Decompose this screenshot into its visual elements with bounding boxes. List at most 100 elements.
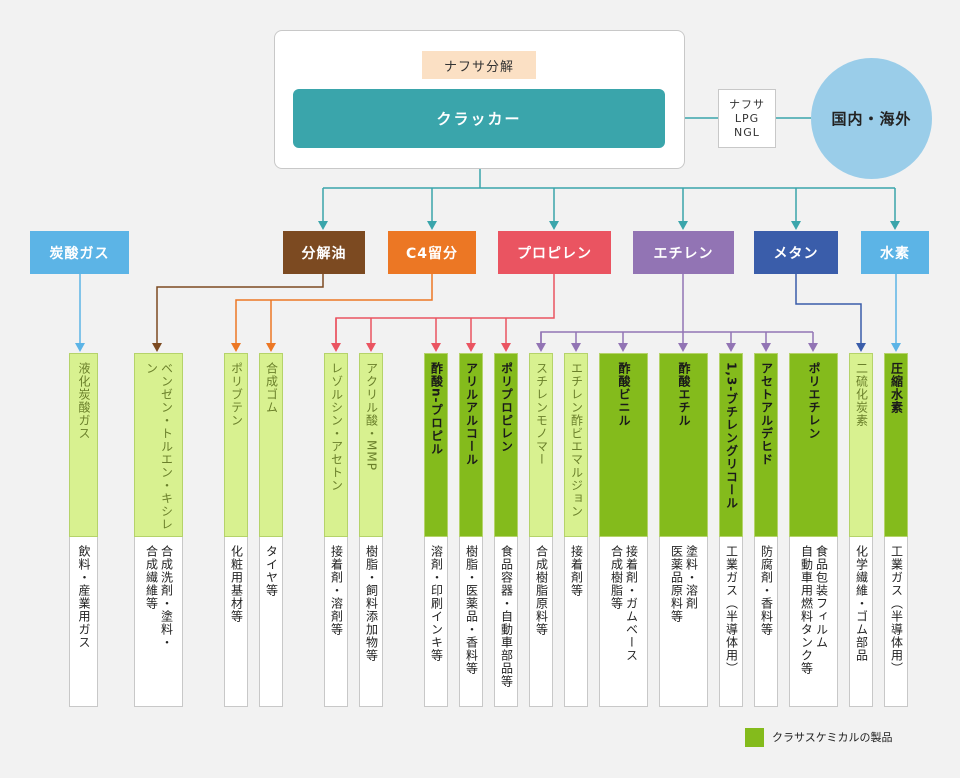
product-p12: 酢酸ビニル <box>599 353 648 537</box>
c4-arrow <box>231 343 241 352</box>
c4-line <box>235 274 433 344</box>
product-use: 塗料・溶剤 医薬品原料等 <box>669 545 699 623</box>
oil-line <box>156 274 324 344</box>
product-use: 合成洗剤・塗料・ 合成繊維等 <box>144 545 174 649</box>
product-p18: 圧縮水素 <box>884 353 908 537</box>
ethylene-arrow <box>678 343 688 352</box>
product-name: ポリブテン <box>229 362 244 427</box>
product-p1: 液化炭酸ガス <box>69 353 98 537</box>
feedstock-item: LPG <box>734 111 760 125</box>
product-use-p5: 接着剤・溶剤等 <box>324 537 348 707</box>
product-name: 圧縮水素 <box>889 362 904 414</box>
product-name: 酢酸エチル <box>677 362 691 427</box>
product-p2: ベンゼン・トルエン・キシレン <box>134 353 183 537</box>
cracker-trunk-line <box>323 169 895 189</box>
product-use-p15: 防腐剤・香料等 <box>754 537 778 707</box>
branch-arrow <box>549 221 559 230</box>
product-name: アセトアルデヒド <box>759 362 774 466</box>
product-p8: アリルアルコール <box>459 353 483 537</box>
branch-arrow <box>427 221 437 230</box>
product-p6: アクリル酸・MMP <box>359 353 383 537</box>
product-name: 液化炭酸ガス <box>77 362 91 440</box>
product-use: タイヤ等 <box>264 545 279 597</box>
product-name: ポリプロピレン <box>499 362 514 453</box>
methane-line <box>795 274 862 344</box>
branch-arrow <box>791 221 801 230</box>
product-p16: ポリエチレン <box>789 353 838 537</box>
product-use: 防腐剤・香料等 <box>759 545 774 636</box>
product-use: 食品包装フィルム 自動車用燃料タンク等 <box>799 545 829 675</box>
product-use-p13: 塗料・溶剤 医薬品原料等 <box>659 537 708 707</box>
ethylene-arrow <box>536 343 546 352</box>
product-use: 合成樹脂原料等 <box>534 545 549 636</box>
cracker-box: クラッカー <box>293 89 665 148</box>
propylene-line <box>335 274 555 344</box>
product-use: 化粧用基材等 <box>229 545 244 623</box>
product-use-p7: 溶剤・印刷インキ等 <box>424 537 448 707</box>
product-use-p12: 接着剤・ガムベース 合成樹脂等 <box>599 537 648 707</box>
product-p11: エチレン酢ビエマルジョン <box>564 353 588 537</box>
category-ethylene: エチレン <box>633 231 734 274</box>
product-p5: レゾルシン・アセトン <box>324 353 348 537</box>
product-name: アリルアルコール <box>464 362 479 466</box>
branch-arrow <box>890 221 900 230</box>
product-name: 1,3-ブチレングリコール <box>724 362 739 510</box>
ethylene-arrow <box>726 343 736 352</box>
propylene-arrow <box>431 343 441 352</box>
ethylene-line <box>540 274 813 344</box>
product-name: ポリエチレン <box>807 362 821 440</box>
propylene-arrow <box>501 343 511 352</box>
product-use-p4: タイヤ等 <box>259 537 283 707</box>
product-use-p3: 化粧用基材等 <box>224 537 248 707</box>
product-use-p14: 工業ガス（半導体用） <box>719 537 743 707</box>
product-use-p11: 接着剤等 <box>564 537 588 707</box>
legend-swatch <box>745 728 764 747</box>
legend-label: クラサスケミカルの製品 <box>772 731 893 744</box>
product-use: 樹脂・飼料添加物等 <box>364 545 379 662</box>
product-use-p9: 食品容器・自動車部品等 <box>494 537 518 707</box>
branch-arrow <box>318 221 328 230</box>
category-c4: C4留分 <box>388 231 476 274</box>
hydrogen-arrow <box>891 343 901 352</box>
feedstock-item: NGL <box>734 125 760 139</box>
product-name: スチレンモノマー <box>534 362 549 466</box>
propylene-arrow <box>366 343 376 352</box>
product-use: 飲料・産業用ガス <box>77 545 91 649</box>
propylene-arrow <box>466 343 476 352</box>
methane-arrow <box>856 343 866 352</box>
product-use: 食品容器・自動車部品等 <box>499 545 514 688</box>
product-p3: ポリブテン <box>224 353 248 537</box>
source-circle: 国内・海外 <box>811 58 932 179</box>
product-use-p6: 樹脂・飼料添加物等 <box>359 537 383 707</box>
product-name: 酢酸n-プロピル <box>429 362 444 456</box>
product-use: 接着剤・溶剤等 <box>329 545 344 636</box>
propylene-arrow <box>331 343 341 352</box>
product-use-p16: 食品包装フィルム 自動車用燃料タンク等 <box>789 537 838 707</box>
product-use-p17: 化学繊維・ゴム部品 <box>849 537 873 707</box>
product-use-p1: 飲料・産業用ガス <box>69 537 98 707</box>
ethylene-arrow <box>808 343 818 352</box>
co2-arrow <box>75 343 85 352</box>
product-p9: ポリプロピレン <box>494 353 518 537</box>
product-name: 酢酸ビニル <box>617 362 631 427</box>
product-use: 接着剤・ガムベース 合成樹脂等 <box>609 545 639 662</box>
feedstock-item: ナフサ <box>729 97 765 111</box>
product-name: アクリル酸・MMP <box>364 362 379 471</box>
category-oil: 分解油 <box>283 231 365 274</box>
ethylene-arrow <box>618 343 628 352</box>
product-use: 化学繊維・ゴム部品 <box>854 545 869 662</box>
product-name: エチレン酢ビエマルジョン <box>569 362 584 518</box>
feedstock-box: ナフサ LPG NGL <box>718 89 776 148</box>
branch-arrow <box>678 221 688 230</box>
product-use-p2: 合成洗剤・塗料・ 合成繊維等 <box>134 537 183 707</box>
product-p4: 合成ゴム <box>259 353 283 537</box>
oil-arrow <box>152 343 162 352</box>
product-use: 接着剤等 <box>569 545 584 597</box>
category-methane: メタン <box>754 231 838 274</box>
product-p10: スチレンモノマー <box>529 353 553 537</box>
product-use: 溶剤・印刷インキ等 <box>429 545 444 662</box>
product-name: ベンゼン・トルエン・キシレン <box>144 362 174 531</box>
product-use: 工業ガス（半導体用） <box>889 545 904 675</box>
product-use: 樹脂・医薬品・香料等 <box>464 545 479 675</box>
